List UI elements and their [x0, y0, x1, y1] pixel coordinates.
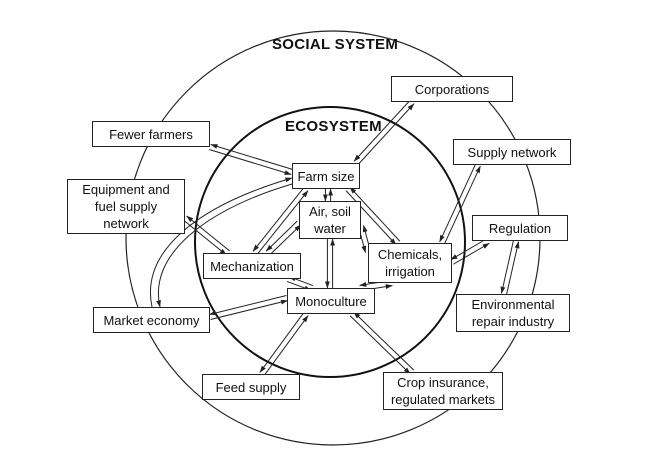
node-monoculture: Monoculture	[287, 288, 375, 314]
node-label-line: Farm size	[297, 168, 355, 184]
node-label-line: Chemicals,	[377, 247, 443, 262]
arrow-corporations-farmsize	[353, 99, 415, 166]
node-fewer-farmers: Fewer farmers	[92, 121, 210, 147]
node-label-line: network	[103, 216, 149, 231]
arrow-cropinsurance-monoculture	[349, 311, 415, 375]
node-label-line: Air, soil	[309, 204, 351, 219]
arrow-marketeconomy-monoculture	[209, 294, 288, 321]
arrow-fewerfarmers-farmsize	[209, 144, 293, 175]
arrow-supplynetwork-chemicals	[439, 163, 481, 245]
node-label-line: Regulation	[488, 220, 552, 236]
arrow-farmsize-chemicals	[345, 186, 401, 246]
ecosystem-circle	[194, 106, 466, 378]
arrow-airsoil-monoculture	[324, 238, 336, 289]
node-label-line: Crop insurance,	[397, 375, 489, 390]
node-chemicals: Chemicals, irrigation	[368, 243, 452, 283]
node-label-line: repair industry	[471, 314, 555, 329]
node-label-line: Market economy	[103, 312, 200, 328]
node-label-line: water	[314, 221, 346, 236]
node-farm-size: Farm size	[292, 163, 360, 189]
node-regulation: Regulation	[472, 215, 568, 241]
node-supply-network: Supply network	[453, 139, 571, 165]
node-label-line: Feed supply	[215, 379, 287, 395]
node-mechanization: Mechanization	[203, 253, 301, 279]
node-market-economy: Market economy	[93, 307, 210, 333]
node-label-line: fuel supply	[94, 199, 158, 214]
node-corporations: Corporations	[391, 76, 513, 102]
arrow-mechanization-airsoil	[265, 220, 302, 256]
node-air-soil-water: Air, soil water	[299, 201, 361, 239]
arrow-equipment-mechanization	[183, 215, 230, 256]
arrow-regulation-chemicals	[450, 238, 490, 265]
node-crop-insurance: Crop insurance, regulated markets	[383, 372, 503, 410]
node-label-line: Mechanization	[210, 258, 294, 274]
arrows-layer	[150, 99, 520, 376]
node-environmental-repair: Environmental repair industry	[456, 294, 570, 332]
node-label-line: irrigation	[385, 264, 435, 279]
node-label-line: Monoculture	[295, 293, 367, 309]
arrow-farmsize-airsoil	[322, 188, 334, 202]
node-label-line: Supply network	[467, 144, 557, 160]
node-label-line: Environmental	[471, 297, 555, 312]
ecosystem-heading: ECOSYSTEM	[285, 118, 382, 135]
node-feed-supply: Feed supply	[202, 374, 300, 400]
node-label-line: Fewer farmers	[109, 126, 193, 142]
node-label-line: regulated markets	[390, 392, 496, 407]
social-system-heading: SOCIAL SYSTEM	[272, 36, 399, 53]
node-label-line: Corporations	[414, 81, 490, 97]
node-equipment: Equipment and fuel supply network	[67, 179, 185, 234]
node-label-line: Equipment and	[82, 182, 170, 197]
arrow-feedsupply-monoculture	[259, 312, 309, 376]
arrow-regulation-environmental	[500, 240, 520, 295]
